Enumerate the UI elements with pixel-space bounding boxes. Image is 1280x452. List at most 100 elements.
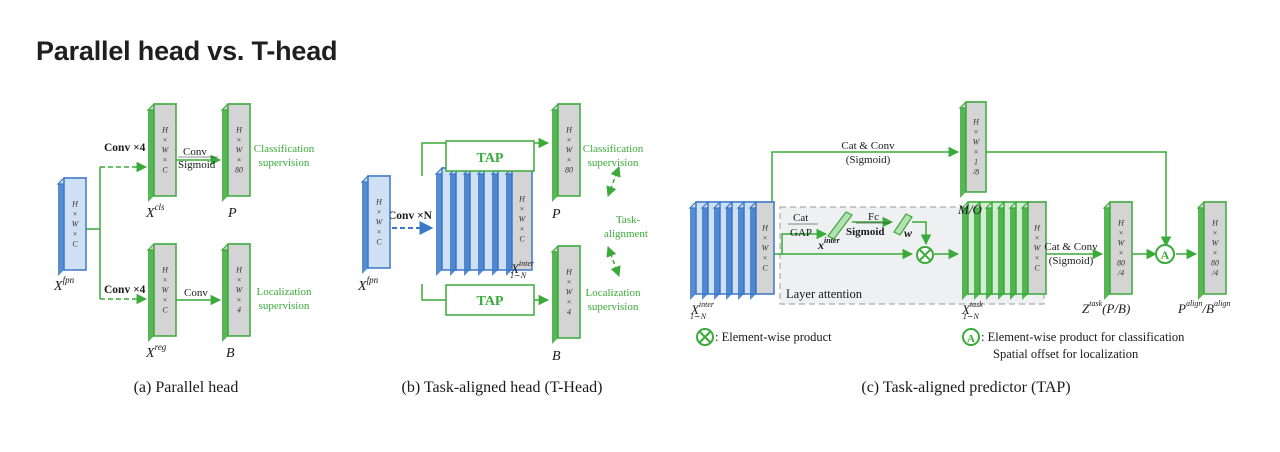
dimension-label: 4 <box>237 306 241 315</box>
dimension-label: /4 <box>1117 269 1124 278</box>
dimension-label: 80 <box>565 166 573 175</box>
p-output-block: H×W×80 <box>220 103 252 202</box>
elementwise-product-icon <box>916 246 934 264</box>
loc-supervision-line2: supervision <box>259 300 310 312</box>
dimension-label: W <box>162 146 170 155</box>
task-feature-stack: H×W×C <box>960 201 1048 300</box>
fpn-input-label: Xfpn <box>357 275 379 294</box>
cat-label: Cat <box>793 212 808 224</box>
legend-elementwise-icon <box>696 328 714 346</box>
dimension-label: H <box>565 126 573 135</box>
b-label: B <box>226 346 235 361</box>
aligned-output-block: H×W×80/4 <box>1196 201 1228 300</box>
dimension-label: W <box>376 218 384 227</box>
p-label: P <box>227 206 237 221</box>
dimension-label: × <box>1118 249 1123 258</box>
dimension-label: × <box>376 228 381 237</box>
tap-top-box[interactable] <box>445 140 535 172</box>
task-alignment-line1: Task- <box>616 214 641 226</box>
loc-supervision-line2: supervision <box>588 301 639 313</box>
x-inter-vector <box>827 211 853 240</box>
cat-conv-top-line2: (Sigmoid) <box>846 154 891 166</box>
dimension-label: H <box>1211 219 1219 228</box>
caption-b: (b) Task-aligned head (T-Head) <box>401 379 602 396</box>
dimension-label: × <box>566 298 571 307</box>
inter-feature-stack: H×W×C <box>434 167 534 276</box>
alignment-op-icon: A <box>1155 244 1175 264</box>
cls-feature-block: H×W×C <box>146 103 178 202</box>
dimension-label: × <box>762 234 767 243</box>
legend-a-icon: A <box>962 328 980 346</box>
tap-bottom-box[interactable] <box>445 284 535 316</box>
dimension-label: H <box>761 224 769 233</box>
fc-label: Fc <box>868 211 879 223</box>
legend-a-text-line1: : Element-wise product for classificatio… <box>981 330 1185 344</box>
dimension-label: H <box>235 126 243 135</box>
legend-elementwise-text: : Element-wise product <box>715 330 832 344</box>
cat-conv-mid-line1: Cat & Conv <box>1044 241 1098 253</box>
panel-b-t-head: Conv ×N H×W×C H×W×C TAP TAP H×W×80 H×W×4… <box>357 103 648 396</box>
loc-supervision-line1: Localization <box>257 286 312 298</box>
dimension-label: 80 <box>1117 259 1125 268</box>
cat-conv-mid-line2: (Sigmoid) <box>1049 255 1094 267</box>
dimension-label: × <box>1034 234 1039 243</box>
cls-supervision-line2: supervision <box>588 157 639 169</box>
legend-a-text-line2: Spatial offset for localization <box>993 347 1139 361</box>
gap-label: GAP <box>790 227 812 239</box>
dimension-label: 80 <box>1211 259 1219 268</box>
dimension-label: W <box>762 244 770 253</box>
dimension-label: × <box>566 278 571 287</box>
dimension-label: W <box>1034 244 1042 253</box>
dimension-label: × <box>519 225 524 234</box>
dimension-label: C <box>162 166 168 175</box>
dimension-label: W <box>1118 239 1126 248</box>
dimension-label: W <box>519 215 527 224</box>
dimension-label: /8 <box>972 168 979 177</box>
dimension-label: H <box>565 268 573 277</box>
cat-conv-top-line1: Cat & Conv <box>841 140 895 152</box>
dimension-label: × <box>1118 229 1123 238</box>
dimension-label: 1 <box>974 158 978 167</box>
dimension-label: W <box>236 146 244 155</box>
dimension-label: /4 <box>1211 269 1218 278</box>
svg-text:A: A <box>967 333 975 345</box>
fpn-feature-block: H×W×C <box>56 177 88 276</box>
cls-conv-label: Conv <box>183 146 207 158</box>
x-inter-label: xinter <box>817 236 840 252</box>
reg-feature-block: H×W×C <box>146 243 178 342</box>
reg-conv-label: Conv <box>184 287 208 299</box>
z-output-block: H×W×80/4 <box>1102 201 1134 300</box>
mo-label: M/O <box>957 202 982 217</box>
w-vector <box>893 213 913 236</box>
p-label: P <box>551 207 561 222</box>
z-label: Ztask(P/B) <box>1082 299 1130 316</box>
b-output-block: H×W×4 <box>220 243 252 342</box>
svg-text:A: A <box>1161 248 1170 262</box>
dimension-label: × <box>162 296 167 305</box>
dimension-label: H <box>161 126 169 135</box>
dimension-label: W <box>973 138 981 147</box>
dimension-label: C <box>72 240 78 249</box>
panel-c-tap: Layer attention H×W×C H×W×C H×W×1/8 H×W×… <box>688 101 1230 396</box>
tap-top-label: TAP <box>477 151 504 166</box>
dimension-label: × <box>162 276 167 285</box>
dimension-label: W <box>236 286 244 295</box>
conv-n-op: Conv ×N <box>388 210 433 222</box>
slide-title: Parallel head vs. T-head <box>36 36 338 66</box>
dimension-label: H <box>518 195 526 204</box>
cls-feature-label: Xcls <box>145 202 165 221</box>
dimension-label: W <box>566 288 574 297</box>
dimension-label: × <box>566 156 571 165</box>
fpn-input-label: Xfpn <box>53 275 75 294</box>
dimension-label: 80 <box>235 166 243 175</box>
dimension-label: W <box>162 286 170 295</box>
w-label: w <box>904 226 913 240</box>
mo-output-block: H×W×1/8 <box>958 101 988 198</box>
aligned-output-label: Palign/Balign <box>1177 299 1230 316</box>
panel-b-connectors <box>421 137 621 306</box>
reg-conv-op: Conv ×4 <box>104 284 146 296</box>
dimension-label: × <box>236 296 241 305</box>
dimension-label: × <box>162 136 167 145</box>
dimension-label: H <box>1033 224 1041 233</box>
